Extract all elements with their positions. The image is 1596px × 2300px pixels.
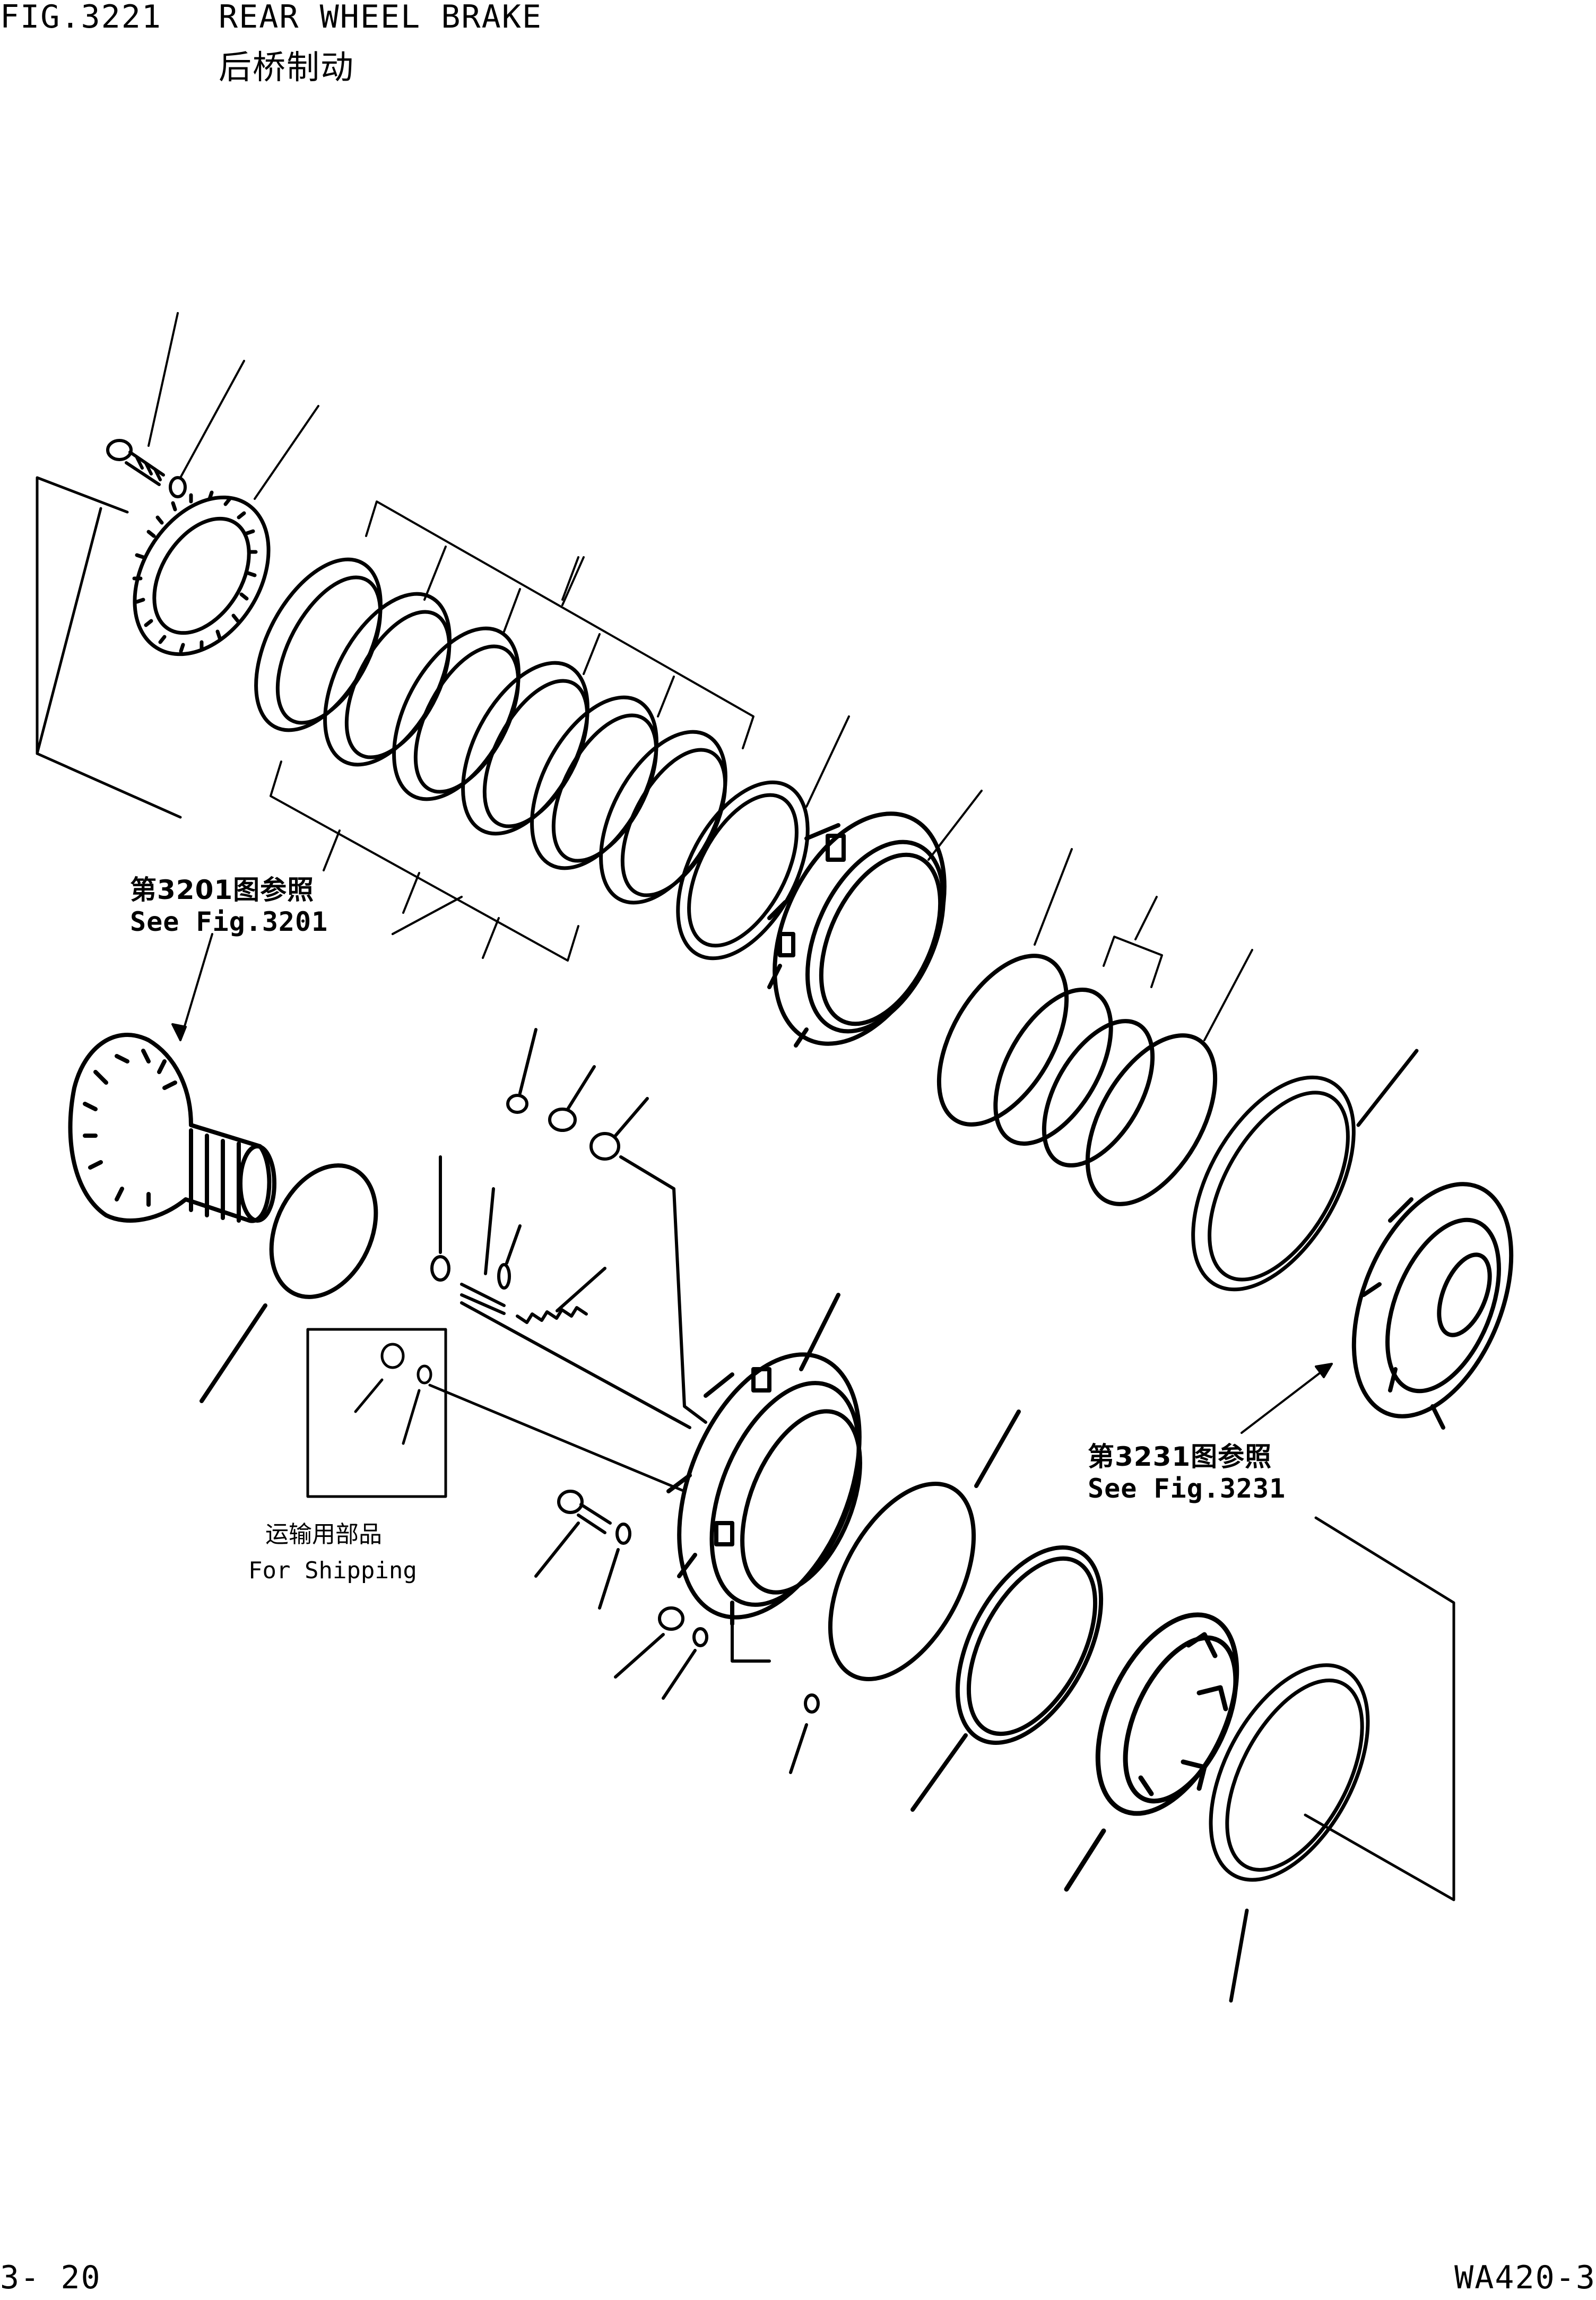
reference-arrow-left: [171, 933, 213, 1041]
adjuster-assembly: [430, 1155, 691, 1429]
group-bracket-right: [1304, 1516, 1455, 1901]
reference-label-en: See Fig.3201: [130, 906, 328, 937]
axle-housing: [68, 1033, 276, 1223]
right-hub: [1351, 1182, 1514, 1430]
seal-rings-upper: [936, 954, 1218, 1206]
lower-bolts: [534, 1490, 820, 1774]
figure-number: FIG.3221: [0, 0, 162, 36]
figure-title-cn: 后桥制动: [219, 48, 355, 87]
seal-rings-lower: [828, 1410, 1104, 1812]
leader-lines-upper: [561, 556, 983, 861]
reference-arrow-right: [1241, 1363, 1333, 1434]
reference-label-cn: 第3231图参照: [1088, 1441, 1272, 1472]
brake-cylinder-housing: [666, 1293, 862, 1626]
reference-label-en: See Fig.3231: [1088, 1473, 1286, 1504]
brake-piston-housing: [767, 811, 947, 1048]
disc-stack-brackets: [270, 500, 754, 962]
shipping-note-cn: 运输用部品: [265, 1521, 382, 1548]
upper-bolt: [106, 439, 187, 498]
group-bracket-left: [36, 476, 182, 819]
lower-piston: [1064, 1612, 1239, 1892]
o-ring-large: [200, 1163, 378, 1403]
brake-disc-stack: [254, 557, 810, 961]
model-number: WA420-3: [1454, 2259, 1596, 2296]
bleeder-fittings: [506, 1028, 707, 1424]
shipping-bracket: [306, 1328, 686, 1498]
large-lower-ring: [1209, 1663, 1370, 2003]
reference-label-cn: 第3201图参照: [130, 875, 315, 905]
brake-ring-gear: [132, 490, 271, 656]
leader-lines-seals: [1034, 848, 1253, 1041]
leader-lines-top: [148, 312, 319, 500]
page-number: 3- 20: [0, 2259, 101, 2296]
figure-title: REAR WHEEL BRAKE: [219, 0, 542, 36]
shipping-note-en: For Shipping: [248, 1557, 417, 1584]
large-seal-ring: [1191, 1049, 1419, 1292]
